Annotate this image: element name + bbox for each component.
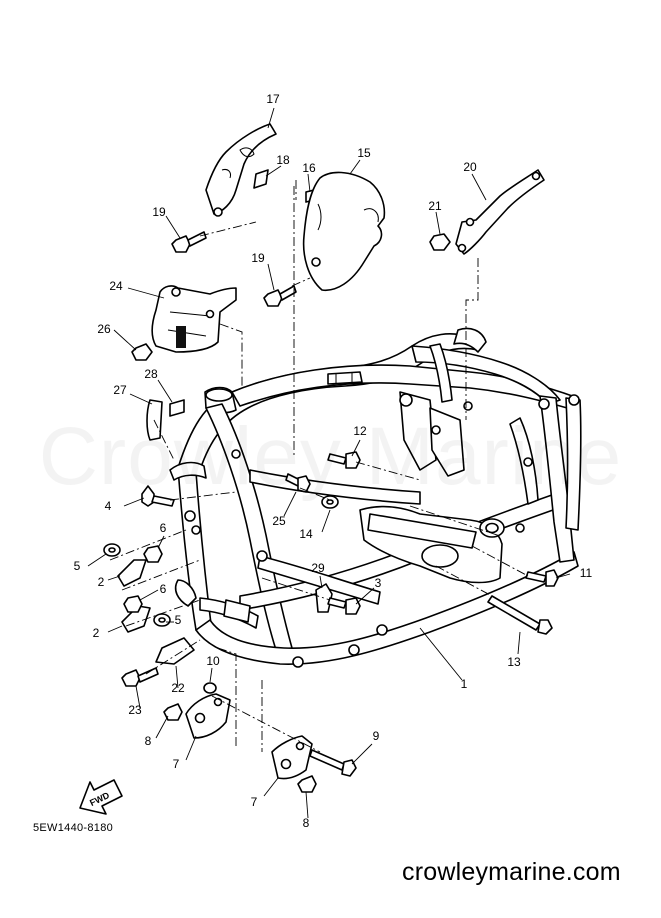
site-url: crowleymarine.com: [402, 858, 621, 886]
callout-4: 4: [105, 499, 112, 513]
bracket-24: [151, 285, 237, 353]
bracket-2a: [117, 559, 147, 587]
callout-21: 21: [428, 199, 442, 213]
callout-19a: 19: [152, 205, 166, 219]
callout-8a: 8: [145, 734, 152, 748]
callout-numbers: 17 18 16 15 20 21 19 19 24 26 28 27 12 4…: [74, 92, 593, 830]
callout-3: 3: [375, 576, 382, 590]
stay-20: [455, 169, 545, 255]
callout-9: 9: [373, 729, 380, 743]
mount-7a: [185, 693, 231, 739]
callout-24: 24: [109, 279, 123, 293]
callout-8b: 8: [303, 816, 310, 830]
nut-21: [429, 233, 451, 251]
diagram-code: 5EW1440-8180: [33, 822, 114, 834]
bracket-17: [205, 123, 277, 217]
callout-28: 28: [144, 367, 158, 381]
bracket-22: [155, 637, 195, 665]
callout-20: 20: [463, 160, 477, 174]
side-cover-15: [302, 171, 386, 291]
fwd-arrow-icon: FWD: [79, 779, 123, 815]
callout-15: 15: [357, 146, 371, 160]
callout-17: 17: [266, 92, 280, 106]
callout-23: 23: [128, 703, 142, 717]
callout-27: 27: [113, 383, 127, 397]
callout-14: 14: [299, 527, 313, 541]
callout-5a: 5: [74, 559, 81, 573]
clip-18: [253, 169, 269, 189]
callout-29: 29: [311, 561, 325, 575]
callout-19b: 19: [251, 251, 265, 265]
callout-10: 10: [206, 654, 220, 668]
leader-lines: [87, 107, 571, 819]
callout-7a: 7: [173, 757, 180, 771]
callout-22: 22: [171, 681, 185, 695]
callout-1: 1: [461, 677, 468, 691]
callout-11: 11: [580, 566, 593, 580]
callout-16: 16: [302, 161, 316, 175]
fasteners: [103, 231, 559, 793]
callout-13: 13: [507, 655, 521, 669]
mount-7b: [271, 735, 313, 780]
callout-26: 26: [97, 322, 111, 336]
callout-2a: 2: [98, 575, 105, 589]
callout-2b: 2: [93, 626, 100, 640]
callout-12: 12: [353, 424, 367, 438]
callout-25: 25: [272, 514, 286, 528]
screw-28: [169, 399, 185, 417]
callout-6b: 6: [160, 582, 167, 596]
callout-5b: 5: [175, 613, 182, 627]
callout-7b: 7: [251, 795, 258, 809]
assembly-lines: [109, 180, 529, 753]
callout-6a: 6: [160, 521, 167, 535]
callout-18: 18: [276, 153, 290, 167]
nut-26: [131, 343, 153, 361]
watermark: Crowley Marine: [0, 410, 661, 504]
